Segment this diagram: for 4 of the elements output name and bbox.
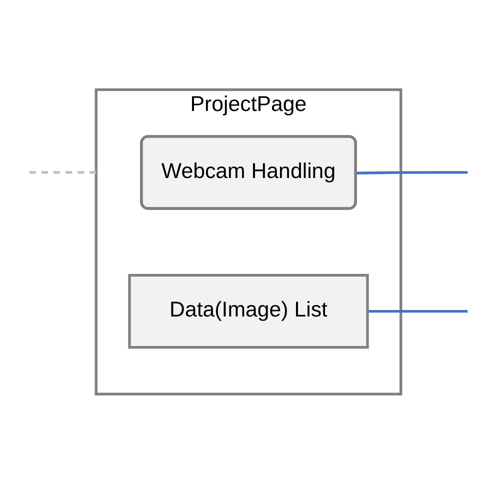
node-box: Data(Image) List: [128, 274, 369, 348]
connector: [356, 170, 468, 174]
connector: [368, 310, 468, 312]
connector: [29, 170, 96, 174]
